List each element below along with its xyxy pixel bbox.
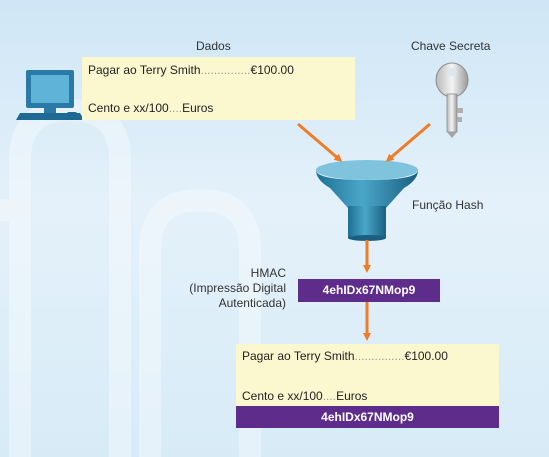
arrow-data-to-hash <box>297 122 343 162</box>
output-message: Pagar ao Terry Smith...............€100.… <box>236 344 499 406</box>
input-message: Pagar ao Terry Smith...............€100.… <box>82 57 355 120</box>
data-label: Dados <box>196 39 231 53</box>
hmac-value: 4ehIDx67NMop9 <box>298 279 440 302</box>
computer-icon <box>16 70 84 120</box>
output-dots-2: .... <box>322 389 337 403</box>
key-icon <box>435 62 469 138</box>
hmac-label: HMAC (Impressão Digital Autenticada) <box>170 266 286 311</box>
output-amount: €100.00 <box>404 349 448 363</box>
background-arcs <box>0 98 261 457</box>
flow-arrows <box>297 122 431 341</box>
input-currency: Euros <box>182 101 214 115</box>
output-hash: 4ehIDx67NMop9 <box>236 406 499 428</box>
output-dots: ............... <box>354 349 405 363</box>
arrow-key-to-hash <box>385 122 431 162</box>
output-message-line-2: Cento e xx/100....Euros <box>242 389 367 403</box>
hash-function-label: Função Hash <box>412 198 484 212</box>
input-amount: €100.00 <box>250 63 294 77</box>
input-message-line-2: Cento e xx/100....Euros <box>88 101 213 115</box>
output-message-line-1: Pagar ao Terry Smith...............€100.… <box>242 349 448 363</box>
input-words: Cento e xx/100 <box>88 101 169 115</box>
output-currency: Euros <box>336 389 368 403</box>
secret-key-label: Chave Secreta <box>411 39 491 53</box>
output-payee: Pagar ao Terry Smith <box>242 349 355 363</box>
hmac-label-line-2: (Impressão Digital <box>189 281 286 295</box>
hmac-label-line-3: Autenticada) <box>218 296 286 310</box>
input-payee: Pagar ao Terry Smith <box>88 63 201 77</box>
funnel-icon <box>316 160 418 241</box>
input-dots: ............... <box>200 63 251 77</box>
hmac-label-line-1: HMAC <box>250 266 286 280</box>
output-words: Cento e xx/100 <box>242 389 323 403</box>
input-message-line-1: Pagar ao Terry Smith...............€100.… <box>88 63 294 77</box>
input-dots-2: .... <box>168 101 183 115</box>
